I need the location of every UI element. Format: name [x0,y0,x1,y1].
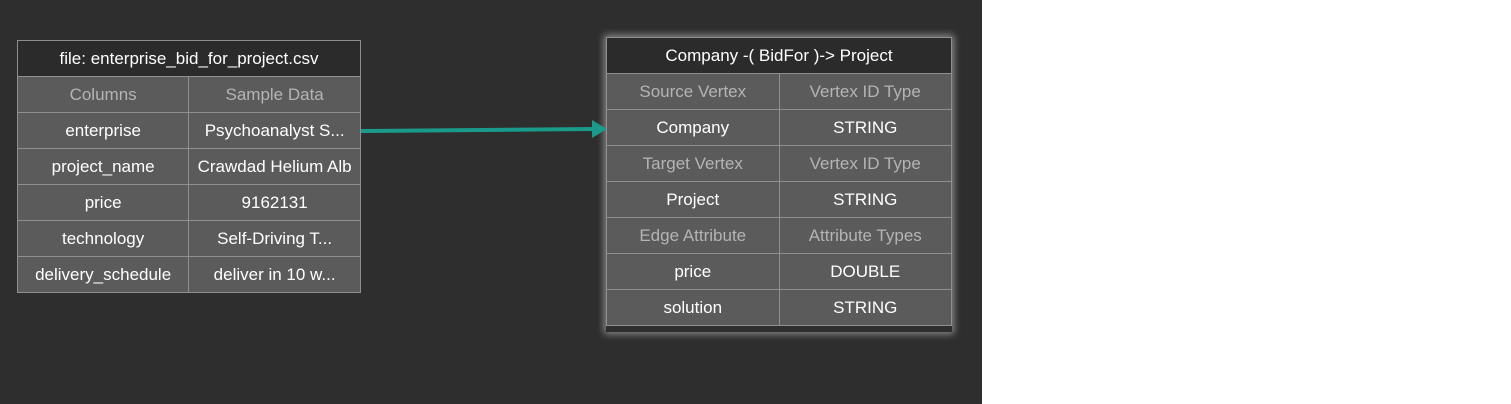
file-row-project-name[interactable]: project_name Crawdad Helium Alb [16,148,361,185]
sample-value: deliver in 10 w... [188,256,361,293]
target-vertex-name: Project [606,181,780,218]
attribute-types-header: Attribute Types [778,217,952,254]
file-table-title: file: enterprise_bid_for_project.csv [17,40,361,77]
attribute-row-solution[interactable]: solution STRING [606,289,952,326]
attribute-type: STRING [778,289,952,326]
connector-line [360,127,594,133]
source-vertex-type: STRING [778,109,952,146]
mapping-table-title: Company -( BidFor )-> Project [606,37,952,74]
column-name: price [16,184,190,221]
file-row-delivery-schedule[interactable]: delivery_schedule deliver in 10 w... [16,256,361,293]
edge-mapping-table: Company -( BidFor )-> Project Source Ver… [606,37,952,326]
vertex-id-type-header: Vertex ID Type [778,73,952,110]
file-row-enterprise[interactable]: enterprise Psychoanalyst S... [16,112,361,149]
attribute-name: price [606,253,780,290]
column-name: project_name [16,148,190,185]
attribute-name: solution [606,289,780,326]
target-vertex-row[interactable]: Project STRING [606,181,952,218]
attribute-row-price[interactable]: price DOUBLE [606,253,952,290]
target-vertex-header: Target Vertex [606,145,780,182]
file-row-technology[interactable]: technology Self-Driving T... [16,220,361,257]
column-name: technology [16,220,190,257]
sample-value: Psychoanalyst S... [188,112,361,149]
sample-data-header: Sample Data [188,76,361,113]
column-name: delivery_schedule [16,256,190,293]
attribute-type: DOUBLE [778,253,952,290]
columns-header: Columns [16,76,190,113]
source-vertex-name: Company [606,109,780,146]
file-row-price[interactable]: price 9162131 [16,184,361,221]
sample-value: Self-Driving T... [188,220,361,257]
sample-value: 9162131 [188,184,361,221]
sample-value: Crawdad Helium Alb [188,148,361,185]
column-name: enterprise [16,112,190,149]
mapping-connector [360,120,607,138]
source-vertex-row[interactable]: Company STRING [606,109,952,146]
arrowhead-icon [592,120,607,138]
source-file-table: file: enterprise_bid_for_project.csv Col… [16,40,361,293]
